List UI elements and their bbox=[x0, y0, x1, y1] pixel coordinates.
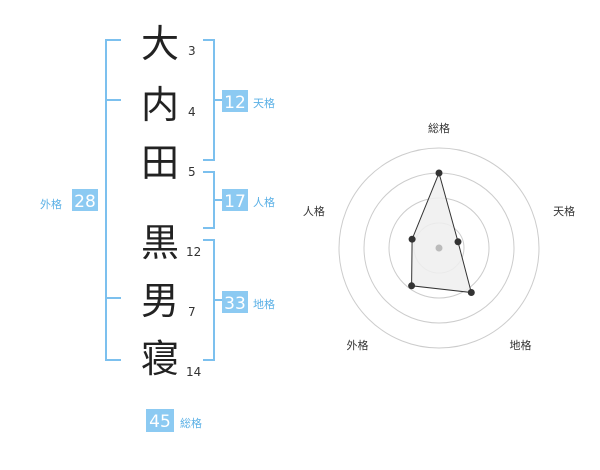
gaikaku-value: 28 bbox=[74, 192, 96, 212]
radar-ring-4 bbox=[338, 147, 540, 349]
tenkaku-bracket bbox=[203, 39, 222, 161]
radar-axis-label-4: 外格 bbox=[347, 338, 369, 352]
chikaku-label: 地格 bbox=[253, 297, 275, 311]
radar-axis-label-2: 天格 bbox=[553, 204, 575, 218]
tenkaku-label: 天格 bbox=[253, 96, 275, 110]
name-char-1: 大 bbox=[141, 22, 179, 66]
radar-point-3 bbox=[467, 289, 475, 296]
radar-axis-label-3: 地格 bbox=[510, 338, 532, 352]
name-char-6: 寝 bbox=[141, 337, 179, 381]
chikaku-value: 33 bbox=[224, 294, 246, 314]
radar-point-5 bbox=[408, 235, 416, 243]
soukaku-value: 45 bbox=[149, 412, 171, 432]
radar-polygon bbox=[411, 171, 472, 294]
jinkaku-label: 人格 bbox=[253, 195, 275, 209]
stroke-count-4: 12 bbox=[186, 245, 201, 259]
stroke-count-5: 7 bbox=[188, 305, 196, 319]
jinkaku-value: 17 bbox=[224, 192, 246, 212]
chikaku-box bbox=[222, 291, 248, 313]
jinkaku-box bbox=[222, 189, 248, 211]
soukaku-label: 総格 bbox=[180, 416, 202, 430]
stroke-counts: 3 4 5 12 7 14 bbox=[186, 44, 201, 379]
jinkaku-badge: 17 人格 bbox=[222, 189, 275, 212]
tenkaku-box bbox=[222, 90, 248, 112]
chikaku-bracket bbox=[203, 239, 222, 361]
gaikaku-badge: 外格 28 bbox=[40, 189, 98, 212]
radar-point-4 bbox=[408, 282, 416, 290]
gaikaku-bracket bbox=[105, 39, 121, 361]
chikaku-badge: 33 地格 bbox=[222, 291, 275, 314]
radar-point-2 bbox=[454, 238, 462, 246]
soukaku-badge: 45 総格 bbox=[146, 409, 202, 432]
stroke-count-2: 4 bbox=[188, 105, 196, 119]
name-characters: 大 内 田 黒 男 寝 bbox=[141, 22, 179, 381]
radar-point-1 bbox=[435, 169, 443, 177]
radar-axis-label-5: 人格 bbox=[303, 204, 325, 218]
name-char-5: 男 bbox=[141, 279, 179, 323]
jinkaku-bracket bbox=[203, 171, 222, 229]
gaikaku-label: 外格 bbox=[40, 197, 62, 211]
soukaku-box bbox=[146, 409, 174, 432]
name-char-4: 黒 bbox=[141, 221, 179, 265]
radar-center-dot bbox=[435, 244, 443, 252]
name-char-2: 内 bbox=[141, 83, 179, 127]
name-char-3: 田 bbox=[141, 141, 179, 185]
tenkaku-badge: 12 天格 bbox=[222, 90, 275, 113]
stroke-count-1: 3 bbox=[188, 44, 196, 58]
gaikaku-box bbox=[72, 189, 98, 211]
tenkaku-value: 12 bbox=[224, 93, 246, 113]
radar-axis-label-1: 総格 bbox=[428, 121, 450, 135]
stroke-count-6: 14 bbox=[186, 365, 201, 379]
stroke-count-3: 5 bbox=[188, 165, 196, 179]
